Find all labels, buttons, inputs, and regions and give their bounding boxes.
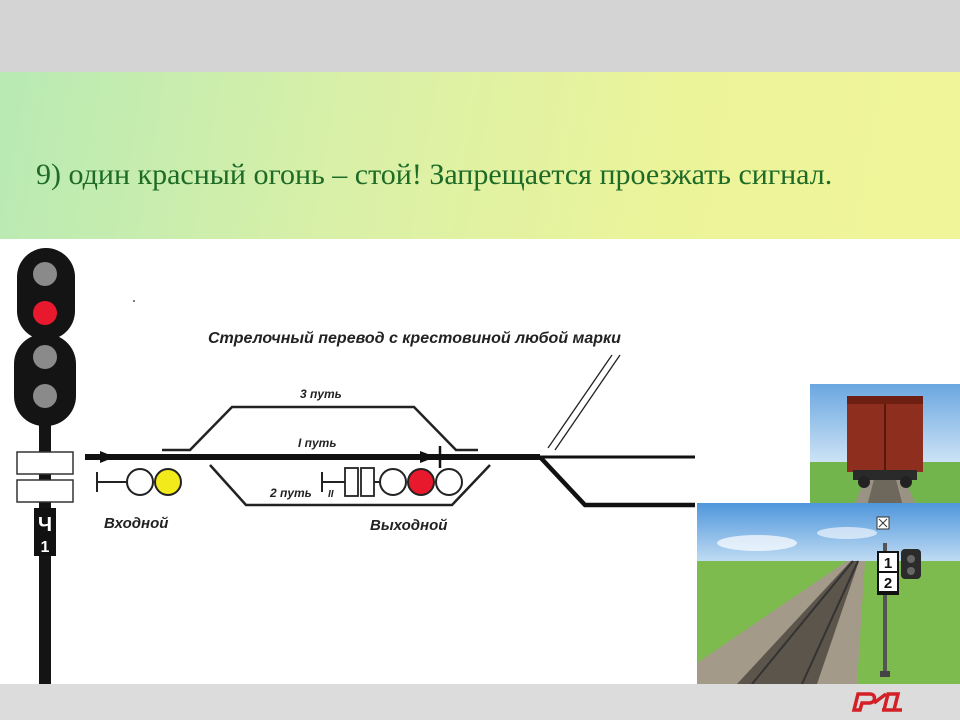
signal-lamp-3 (33, 345, 57, 369)
signal-number-plate (34, 508, 56, 556)
signal-crossbar-1 (16, 451, 74, 475)
exit-signal-label: Выходной (370, 517, 447, 534)
sign-number-bottom: 2 (884, 575, 892, 592)
pointer-line-2 (554, 354, 621, 451)
sign-number-top: 1 (884, 555, 892, 572)
track-diverging (538, 455, 695, 508)
exit-signal-box-2 (360, 467, 375, 497)
track-2-line (209, 464, 491, 507)
title-band (0, 72, 960, 239)
signal-lamp-red (33, 301, 57, 325)
track-2-label: 2 путь (269, 486, 312, 500)
entry-lamp-white (126, 468, 154, 496)
track-2-marker: II (328, 489, 334, 500)
large-signal: Ч 1 (14, 248, 76, 685)
signal-head-lower (14, 334, 76, 426)
entry-signal-label: Входной (104, 515, 168, 532)
track-diagram: Стрелочный перевод с крестовиной любой м… (85, 330, 695, 534)
track-3-label: 3 путь (300, 387, 342, 401)
signal-lamp-4 (33, 384, 57, 408)
exit-lamp-white-1 (379, 468, 407, 496)
exit-lamp-red (407, 468, 435, 496)
rzd-logo (851, 692, 902, 712)
exit-lamp-white-2 (435, 468, 463, 496)
bottom-bar (0, 684, 960, 720)
entry-lamp-yellow (154, 468, 182, 496)
exit-signal-box-1 (344, 467, 359, 497)
track-1-arrow (100, 451, 115, 463)
photo-signal-pole (883, 543, 887, 673)
photo-track-signal: 1 2 (697, 503, 960, 684)
plate-letter: Ч (38, 514, 52, 536)
signal-head-upper (17, 248, 75, 340)
plate-number: 1 (41, 539, 50, 556)
photo-freight-car (810, 384, 960, 514)
track-3-line (162, 405, 478, 452)
stop-arrow (420, 451, 436, 463)
track-1-label: I путь (298, 436, 336, 450)
signal-crossbar-2 (16, 479, 74, 503)
signal-lamp-1 (33, 262, 57, 286)
diagram-heading: Стрелочный перевод с крестовиной любой м… (208, 330, 621, 347)
slide-title: 9) один красный огонь – стой! Запрещаетс… (36, 158, 833, 191)
pointer-line (547, 354, 613, 449)
